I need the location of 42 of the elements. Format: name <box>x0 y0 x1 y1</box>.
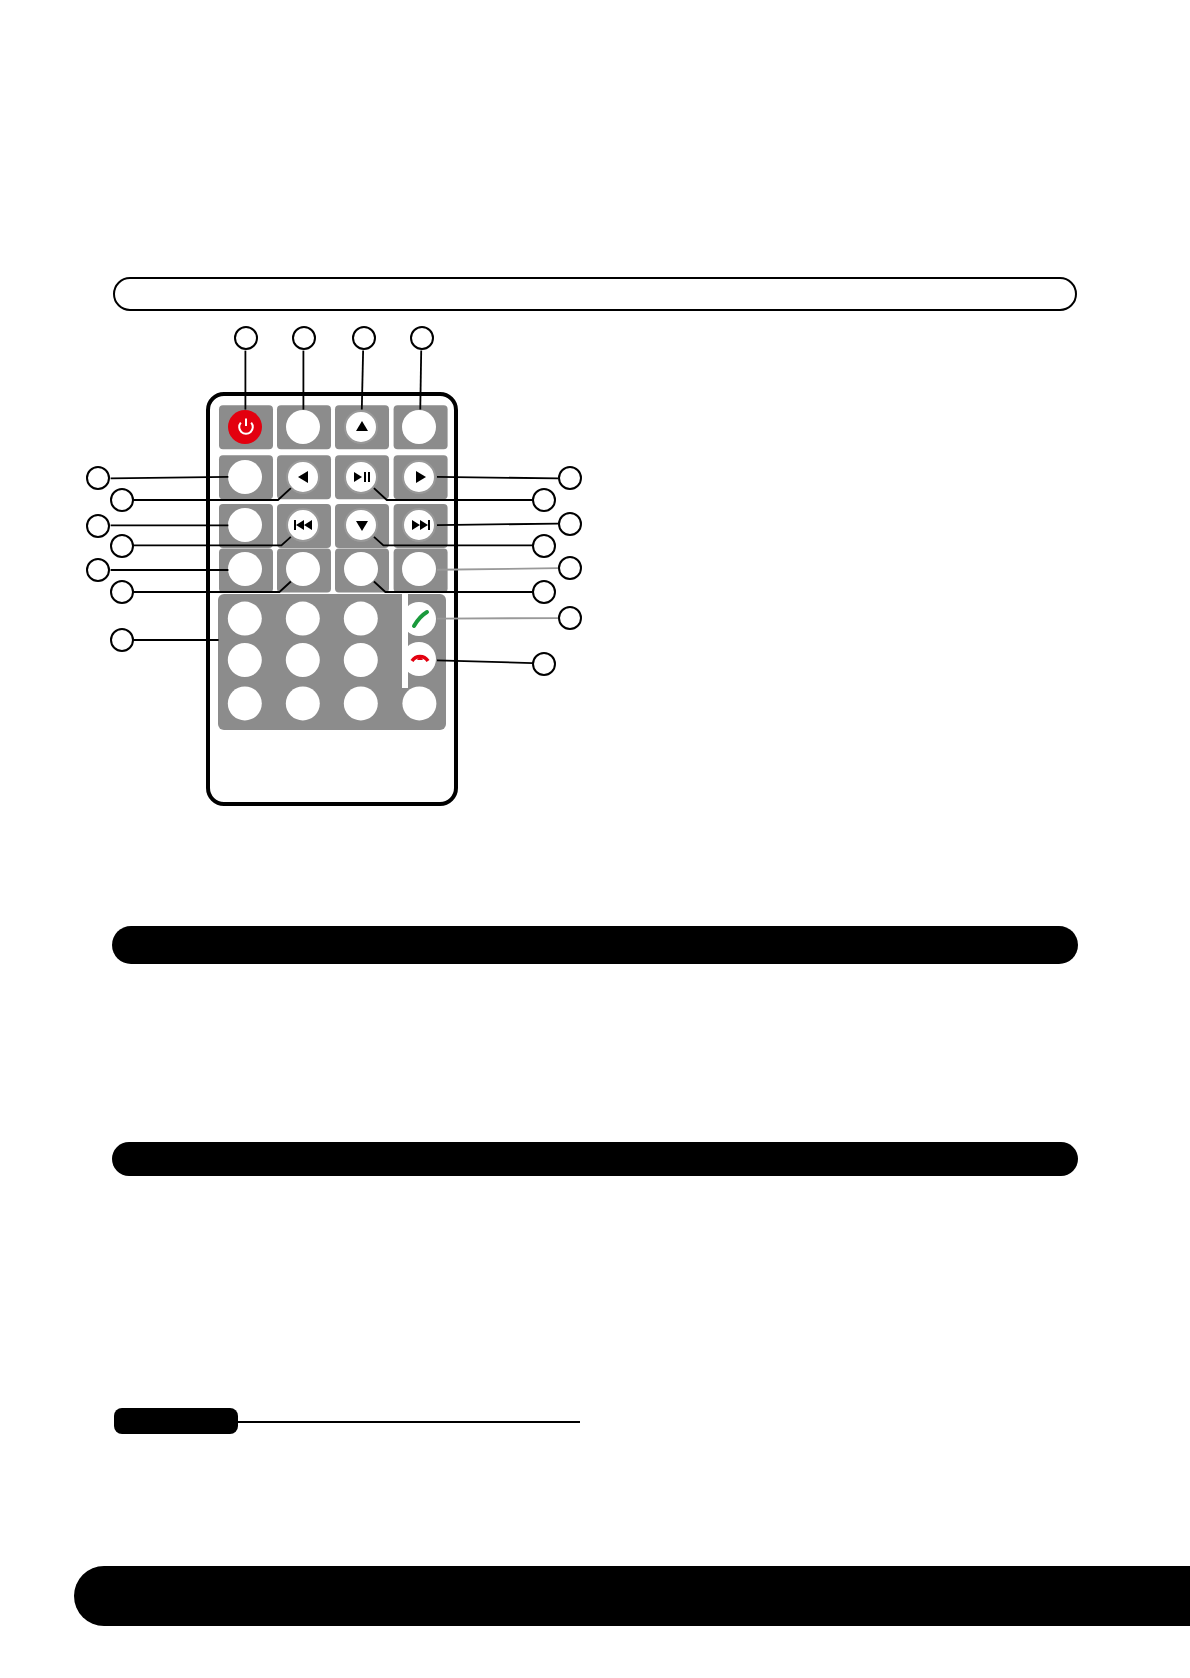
leader-line <box>244 349 247 411</box>
remote-control-body <box>205 391 459 806</box>
leader-line <box>373 535 534 547</box>
callout-circle <box>532 580 557 604</box>
callout-circle <box>109 488 134 512</box>
leader-line <box>436 617 559 620</box>
callout-circle <box>109 628 134 652</box>
callout-circle <box>409 326 434 351</box>
leader-line <box>109 475 230 480</box>
remote-button <box>402 642 437 677</box>
leader-line <box>436 567 559 571</box>
leader-line <box>109 524 230 527</box>
callout-circle <box>291 326 316 351</box>
callout-circle <box>532 651 557 676</box>
callout-circle <box>86 558 111 582</box>
leader-line <box>436 475 559 480</box>
leader-line <box>132 487 292 501</box>
leader-line <box>132 639 220 641</box>
leader-line <box>373 580 534 593</box>
callout-circle <box>86 466 111 491</box>
leader-line <box>132 535 292 547</box>
callout-circle <box>558 606 582 630</box>
leader-line <box>360 349 365 411</box>
leader-line <box>302 349 305 411</box>
callout-circle <box>558 511 582 536</box>
callout-circle <box>532 488 557 512</box>
leader-line <box>419 349 423 411</box>
callout-circle <box>558 556 582 580</box>
leader-line <box>436 522 559 527</box>
callout-circle <box>109 533 134 558</box>
callout-circle <box>532 533 557 558</box>
leader-line <box>373 487 534 501</box>
remote-button <box>402 601 437 636</box>
leader-line <box>436 659 534 664</box>
callout-circle <box>233 326 258 351</box>
keypad-panel <box>218 593 446 730</box>
callout-circle <box>351 326 376 351</box>
leader-line <box>132 580 292 593</box>
callout-circle <box>86 513 111 538</box>
callout-circle <box>109 580 134 604</box>
callout-circle <box>558 466 582 491</box>
leader-line <box>109 569 230 571</box>
